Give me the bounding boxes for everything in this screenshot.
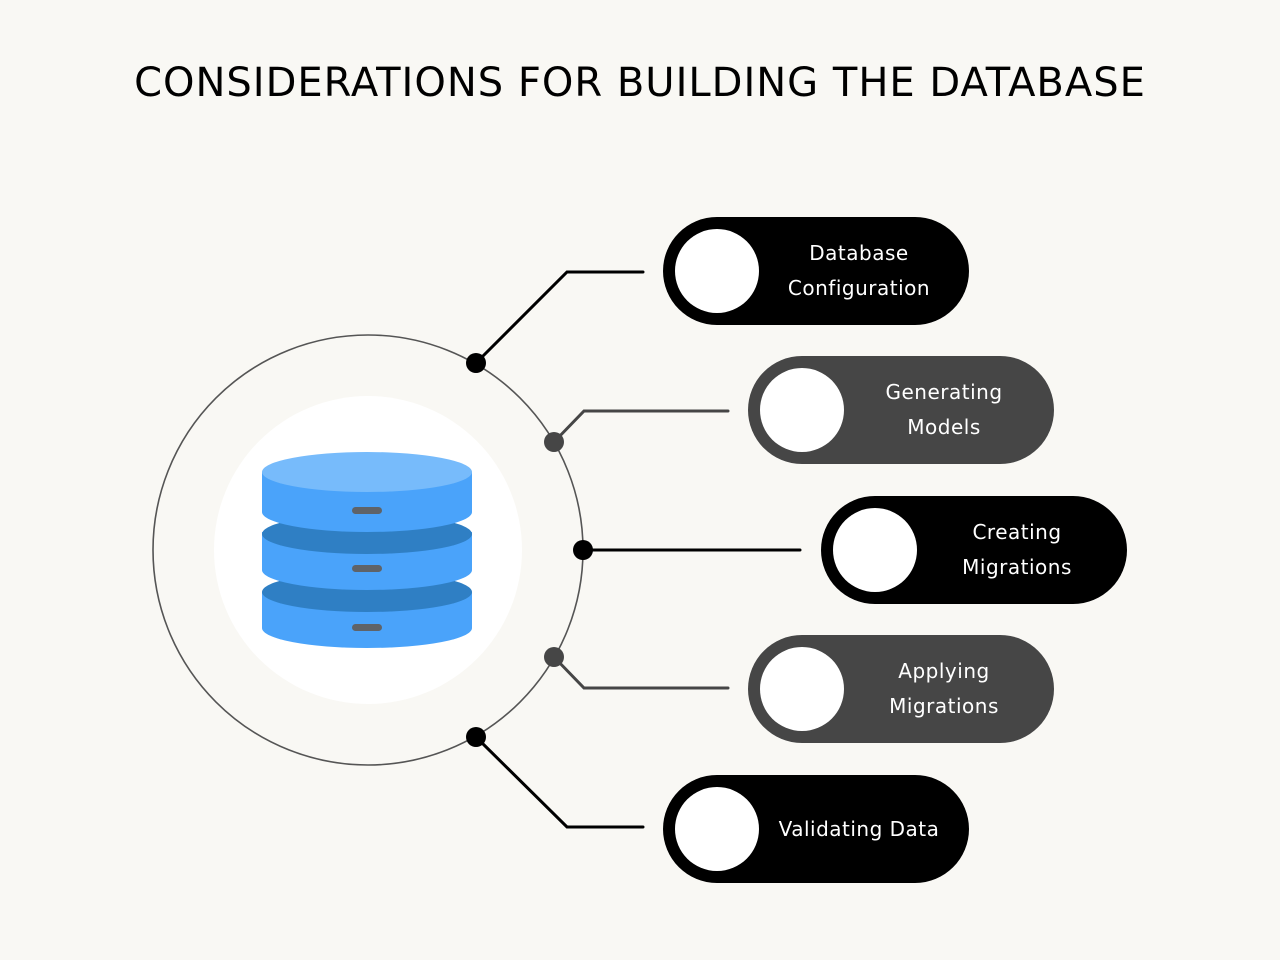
item-label: Generating Models — [885, 380, 1003, 439]
item-label: Database Configuration — [787, 241, 931, 300]
connector-4 — [552, 655, 730, 690]
item-pill-database-configuration: Database Configuration — [663, 217, 969, 325]
item-knob — [760, 647, 844, 731]
item-pill-validating-data: Validating Data — [663, 775, 969, 883]
connector-dot — [544, 647, 564, 667]
connector-5 — [474, 735, 645, 829]
item-label: Creating Migrations — [962, 520, 1072, 579]
connector-dot — [544, 432, 564, 452]
item-knob — [833, 508, 917, 592]
item-label: Validating Data — [778, 816, 940, 841]
db-slot — [352, 624, 382, 631]
item-knob — [760, 368, 844, 452]
database-icon — [262, 452, 472, 648]
db-slot — [352, 565, 382, 572]
connector-dot — [466, 353, 486, 373]
item-label: Applying Migrations — [889, 659, 999, 718]
item-knob — [675, 229, 759, 313]
item-pill-applying-migrations: Applying Migrations — [748, 635, 1054, 743]
connector-1 — [474, 270, 645, 365]
diagram-title: CONSIDERATIONS FOR BUILDING THE DATABASE — [134, 60, 1146, 106]
item-pill-generating-models: Generating Models — [748, 356, 1054, 464]
connector-2 — [552, 409, 730, 444]
connector-dot — [573, 540, 593, 560]
db-slot — [352, 507, 382, 514]
connector-dot — [466, 727, 486, 747]
item-pill-creating-migrations: Creating Migrations — [821, 496, 1127, 604]
item-knob — [675, 787, 759, 871]
